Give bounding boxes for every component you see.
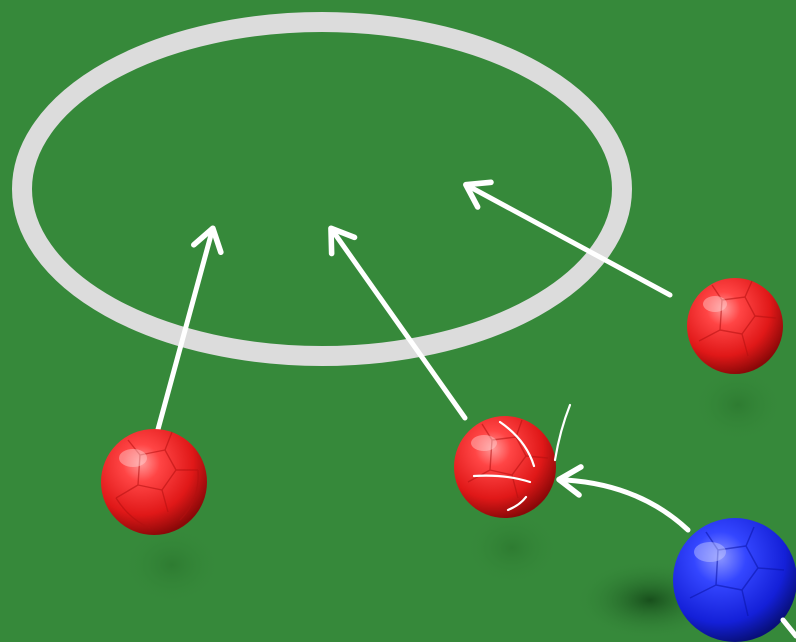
red-ball-center[interactable] [454,403,572,518]
ball-reflection [692,367,784,443]
impact-lines [472,403,572,512]
ball-reflection [122,525,222,605]
arrow-left-ball-to-ring [154,225,224,436]
red-ball-right[interactable] [687,278,783,374]
blue-ball[interactable] [673,518,796,642]
arrow-blue-ball-to-center-ball [556,464,691,533]
trajectory-arrows [154,179,691,533]
arrow-tail-offscreen [780,617,796,639]
ball-reflection [464,510,560,586]
arrow-right-ball-to-ring [463,179,673,298]
arrow-center-ball-to-ring [328,225,468,421]
red-ball-left[interactable] [101,429,207,535]
target-ring [12,12,632,366]
